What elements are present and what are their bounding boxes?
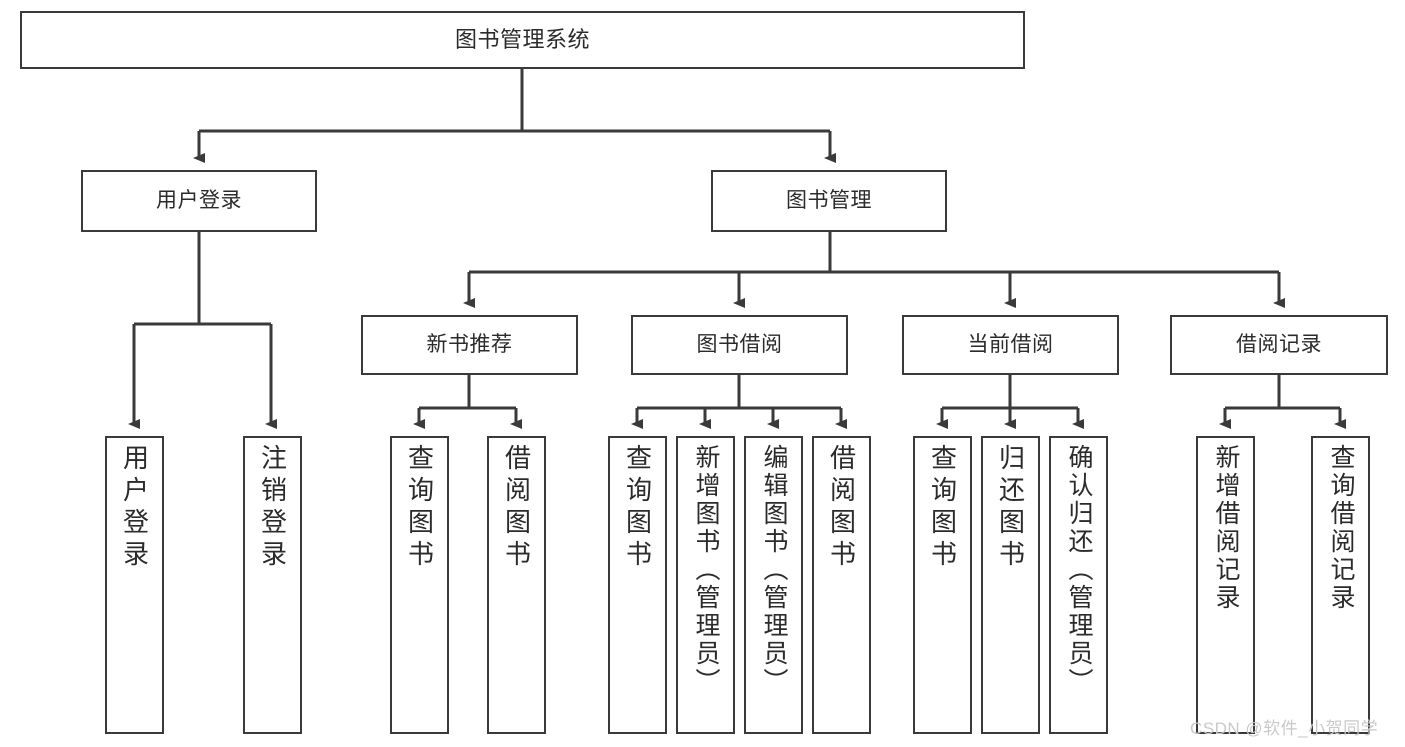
node-label: 查询图书 (622, 444, 653, 572)
node-book-borrow[interactable]: 图书借阅 (631, 315, 848, 375)
node-label: 图书管理 (786, 188, 872, 212)
node-label: 新增借阅记录 (1212, 444, 1240, 612)
node-label: 图书管理系统 (454, 27, 590, 53)
leaf-confirm-return-admin[interactable]: 确认归还（管理员） (1049, 436, 1108, 734)
leaf-return-book[interactable]: 归还图书 (981, 436, 1040, 734)
node-borrow-record[interactable]: 借阅记录 (1170, 315, 1388, 375)
leaf-edit-book-admin[interactable]: 编辑图书（管理员） (744, 436, 803, 734)
node-label: 图书借阅 (696, 332, 783, 356)
node-label: 归还图书 (995, 444, 1026, 572)
node-new-book-recommend[interactable]: 新书推荐 (361, 315, 578, 375)
node-label: 借阅图书 (501, 444, 532, 572)
leaf-logout-login[interactable]: 注销登录 (243, 436, 302, 734)
leaf-borrow-book[interactable]: 借阅图书 (812, 436, 871, 734)
node-user-login[interactable]: 用户登录 (81, 170, 317, 232)
leaf-query-borrow-record[interactable]: 查询借阅记录 (1311, 436, 1370, 734)
node-label: 编辑图书（管理员） (760, 444, 788, 696)
leaf-new-book-query[interactable]: 查询图书 (390, 436, 449, 734)
node-label: 确认归还（管理员） (1065, 444, 1093, 696)
node-label: 用户登录 (119, 444, 150, 572)
node-label: 借阅记录 (1236, 332, 1322, 356)
node-label: 当前借阅 (967, 332, 1054, 356)
leaf-user-login[interactable]: 用户登录 (105, 436, 164, 734)
node-label: 查询借阅记录 (1327, 444, 1355, 612)
node-book-management[interactable]: 图书管理 (711, 170, 947, 232)
leaf-add-book-admin[interactable]: 新增图书（管理员） (676, 436, 735, 734)
node-label: 查询图书 (927, 444, 958, 572)
node-current-borrow[interactable]: 当前借阅 (902, 315, 1119, 375)
node-label: 新书推荐 (426, 332, 513, 356)
leaf-add-borrow-record[interactable]: 新增借阅记录 (1196, 436, 1255, 734)
node-label: 借阅图书 (826, 444, 857, 572)
leaf-new-book-borrow[interactable]: 借阅图书 (487, 436, 546, 734)
leaf-borrow-query-book[interactable]: 查询图书 (608, 436, 667, 734)
node-root-system[interactable]: 图书管理系统 (20, 11, 1025, 69)
node-label: 新增图书（管理员） (692, 444, 720, 696)
leaf-current-query-book[interactable]: 查询图书 (913, 436, 972, 734)
node-label: 注销登录 (257, 444, 288, 572)
node-label: 用户登录 (156, 188, 242, 212)
watermark: CSDN @软件_小贺同学 (1190, 719, 1379, 738)
node-label: 查询图书 (404, 444, 435, 572)
